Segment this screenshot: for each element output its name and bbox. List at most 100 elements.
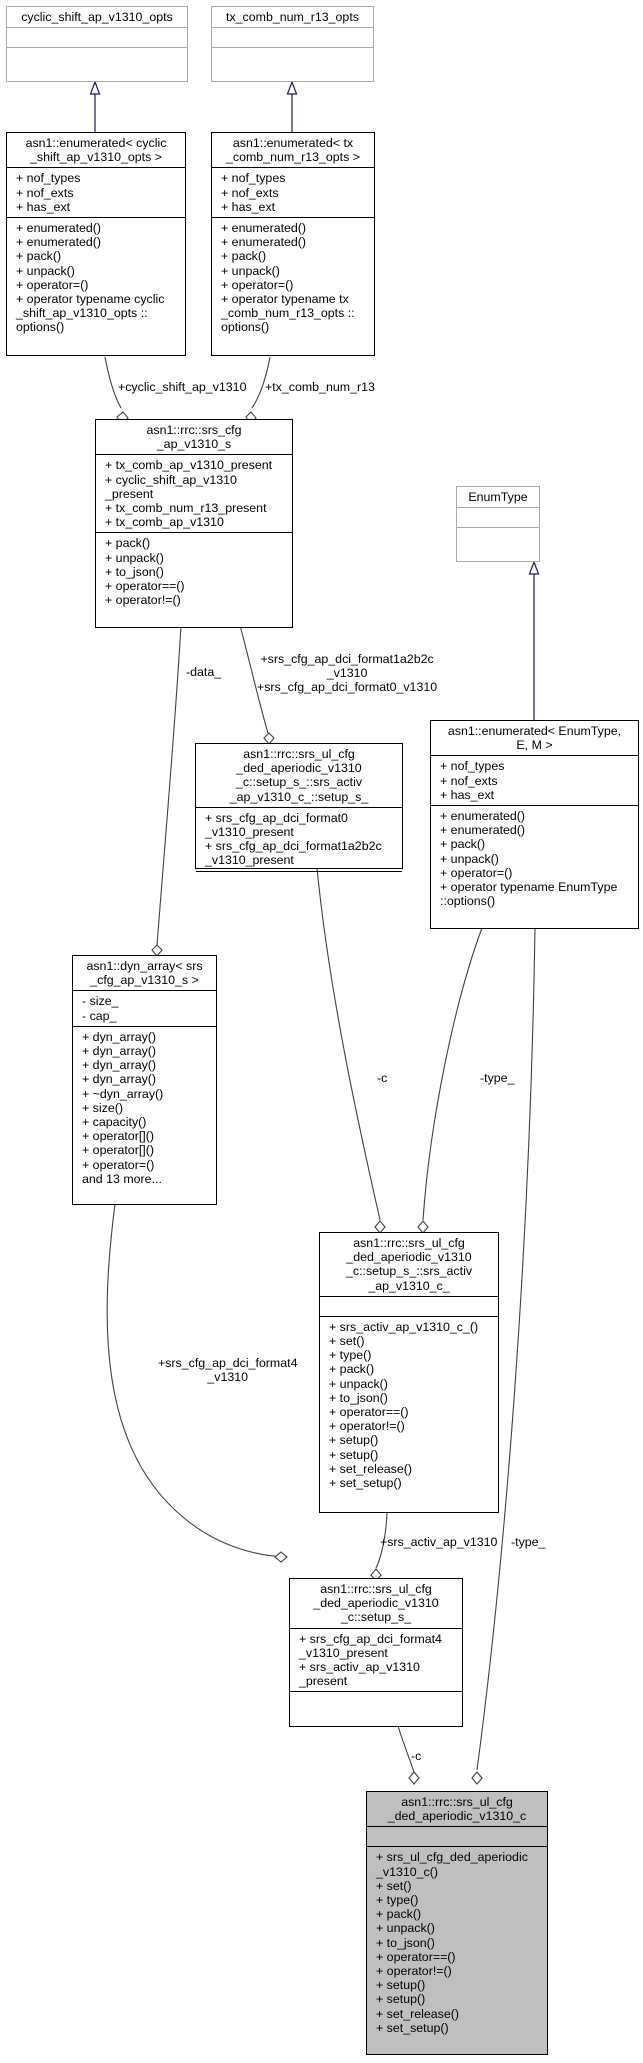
class-srs-ul-cfg-ded-aperiodic-v1310-c[interactable]: asn1::rrc::srs_ul_cfg _ded_aperiodic_v13…: [366, 1791, 548, 2055]
class-cyclic-shift-opts[interactable]: cyclic_shift_ap_v1310_opts: [6, 6, 188, 82]
class-member: + set_setup(): [329, 1476, 402, 1491]
class-member: + has_ext: [16, 199, 71, 214]
class-member: + pack(): [105, 536, 151, 551]
edge-type-inner: [422, 927, 483, 1221]
edge-type-main: [476, 927, 536, 1771]
class-member: + operator!=(): [105, 593, 181, 608]
attributes-section: [367, 1826, 547, 1846]
class-member: + operator==(): [376, 1949, 456, 1964]
class-enumerated-generic[interactable]: asn1::enumerated< EnumType, E, M > + nof…: [430, 720, 639, 929]
class-enumtype[interactable]: EnumType: [456, 486, 540, 562]
class-member: + operator!=(): [376, 1964, 452, 1979]
class-member: + pack(): [16, 249, 62, 264]
class-member: + tx_comb_ap_v1310: [105, 515, 224, 530]
class-member: + pack(): [440, 837, 486, 852]
class-title: cyclic_shift_ap_v1310_opts: [21, 10, 173, 24]
class-member: + setup(): [329, 1447, 379, 1462]
class-member: + unpack(): [221, 263, 280, 278]
class-srs-activ-setup-s[interactable]: asn1::rrc::srs_ul_cfg _ded_aperiodic_v13…: [195, 743, 403, 872]
edge-label-type-main: -type_: [511, 1535, 546, 1549]
class-member: + srs_activ_ap_v1310_c_(): [329, 1319, 479, 1334]
methods-section: + enumerated()+ enumerated()+ pack()+ un…: [7, 217, 185, 338]
class-member: + capacity(): [82, 1115, 147, 1130]
attributes-section: + tx_comb_ap_v1310_present+ cyclic_shift…: [96, 454, 292, 532]
class-member: + pack(): [329, 1362, 375, 1377]
inheritance-arrow: [89, 80, 101, 95]
methods-section: [457, 527, 539, 547]
class-member: + operator==(): [105, 579, 185, 594]
class-member: + set(): [376, 1878, 412, 1893]
class-member: + setup(): [376, 1978, 426, 1993]
class-member: + enumerated(): [440, 809, 526, 824]
class-enumerated-cyclic-shift[interactable]: asn1::enumerated< cyclic _shift_ap_v1310…: [6, 132, 186, 356]
class-member: + srs_ul_cfg_ded_aperiodic _v1310_c(): [376, 1850, 528, 1879]
class-member: + to_json(): [376, 1935, 435, 1950]
attributes-section: + nof_types+ nof_exts+ has_ext: [212, 167, 374, 217]
attributes-section: [7, 27, 187, 47]
class-title: asn1::enumerated< cyclic _shift_ap_v1310…: [25, 136, 167, 165]
class-member: + nof_exts: [16, 185, 74, 200]
class-title: asn1::rrc::srs_ul_cfg _ded_aperiodic_v13…: [387, 1795, 527, 1824]
diamond: [274, 1551, 288, 1563]
edge-label-srs-activ: +srs_activ_ap_v1310: [380, 1535, 498, 1549]
edge-label-c-main: -c: [411, 1749, 422, 1763]
methods-section: + enumerated()+ enumerated()+ pack()+ un…: [431, 805, 638, 911]
class-enumerated-tx-comb-num[interactable]: asn1::enumerated< tx _comb_num_r13_opts …: [211, 132, 375, 356]
class-member: + nof_types: [440, 759, 505, 774]
diamond: [471, 1771, 483, 1785]
attributes-section: + nof_types+ nof_exts+ has_ext: [431, 755, 638, 805]
attributes-section: [320, 1295, 498, 1316]
class-member: + dyn_array(): [82, 1072, 157, 1087]
class-member: + dyn_array(): [82, 1044, 157, 1059]
edge-label-tx-comb-num: +tx_comb_num_r13: [265, 380, 375, 394]
edge-data: [156, 588, 184, 946]
class-member: + has_ext: [221, 199, 276, 214]
class-setup-s[interactable]: asn1::rrc::srs_ul_cfg _ded_aperiodic_v13…: [289, 1578, 463, 1727]
class-member: + srs_activ_ap_v1310 _present: [299, 1660, 420, 1689]
class-member: + unpack(): [376, 1921, 435, 1936]
class-member: + unpack(): [105, 550, 164, 565]
attributes-section: [457, 507, 539, 527]
edge-label-dci-formats: +srs_cfg_ap_dci_format1a2b2c _v1310 +srs…: [257, 652, 438, 695]
class-member: + cyclic_shift_ap_v1310 _present: [105, 472, 237, 501]
class-member: + set_release(): [329, 1461, 412, 1476]
class-member: + nof_exts: [440, 773, 498, 788]
inheritance-arrow: [528, 560, 540, 575]
class-member: + unpack(): [16, 263, 75, 278]
class-member: + set_setup(): [376, 2020, 449, 2035]
inheritance-edges: [89, 80, 540, 720]
class-member: + dyn_array(): [82, 1058, 157, 1073]
edge-c-main: [397, 1725, 415, 1773]
class-member: + size(): [82, 1100, 123, 1115]
edge-c-inner: [316, 867, 381, 1221]
class-member: + dyn_array(): [82, 1029, 157, 1044]
class-member: + set(): [329, 1334, 365, 1349]
edge-tx-comb-num: [251, 356, 271, 409]
class-member: + operator=(): [16, 277, 89, 292]
edge-label-cyclic-shift: +cyclic_shift_ap_v1310: [118, 380, 247, 394]
class-member: + unpack(): [329, 1376, 388, 1391]
class-srs-activ-ap-v1310-c[interactable]: asn1::rrc::srs_ul_cfg _ded_aperiodic_v13…: [319, 1232, 499, 1513]
edge-label-dci-format4: +srs_cfg_ap_dci_format4 _v1310: [158, 1356, 298, 1385]
class-member: + operator=(): [221, 277, 294, 292]
class-member: + enumerated(): [16, 221, 102, 236]
attributes-section: [212, 27, 373, 47]
class-member: + srs_cfg_ap_dci_format0 _v1310_present: [205, 810, 348, 840]
class-member: + operator==(): [329, 1405, 409, 1420]
class-member: + srs_cfg_ap_dci_format4 _v1310_present: [299, 1631, 442, 1660]
class-member: - cap_: [82, 1008, 117, 1023]
class-title: asn1::enumerated< EnumType, E, M >: [447, 724, 622, 753]
attributes-section: + nof_types+ nof_exts+ has_ext: [7, 167, 185, 217]
class-title: asn1::rrc::srs_ul_cfg _ded_aperiodic_v13…: [313, 1582, 439, 1625]
class-member: + pack(): [376, 1907, 422, 1922]
class-member: + operator=(): [82, 1157, 155, 1172]
class-tx-comb-num-opts[interactable]: tx_comb_num_r13_opts: [211, 6, 374, 82]
class-member: + pack(): [221, 249, 267, 264]
class-dyn-array[interactable]: asn1::dyn_array< srs _cfg_ap_v1310_s > -…: [72, 955, 217, 1205]
class-member: + operator=(): [440, 865, 513, 880]
edge-label-data: -data_: [186, 665, 222, 679]
class-member: + operator typename tx _comb_num_r13_opt…: [221, 292, 355, 335]
class-title: tx_comb_num_r13_opts: [226, 10, 359, 24]
methods-section: [290, 1691, 462, 1713]
class-srs-cfg-ap-v1310-s[interactable]: asn1::rrc::srs_cfg _ap_v1310_s + tx_comb…: [95, 419, 293, 628]
